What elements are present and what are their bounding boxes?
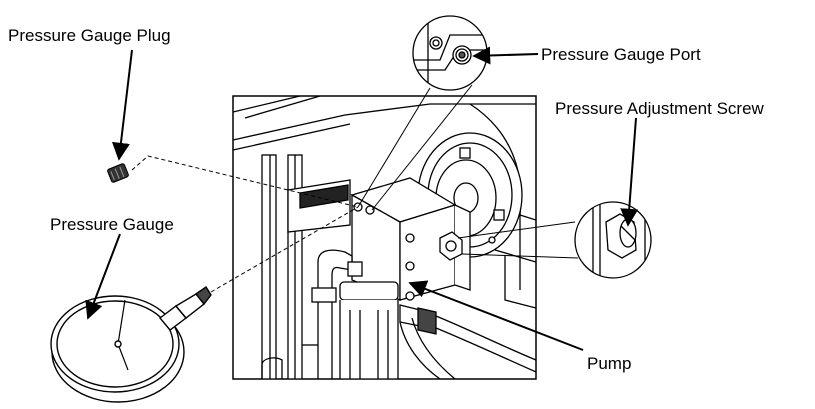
label-pressure-adjustment-screw: Pressure Adjustment Screw xyxy=(555,99,764,118)
pressure-gauge xyxy=(50,286,212,403)
arrow-gauge-plug xyxy=(111,49,133,161)
arrow-adjustment-screw xyxy=(620,117,639,227)
label-pressure-gauge-port: Pressure Gauge Port xyxy=(541,45,701,64)
pump-assembly xyxy=(233,96,536,379)
arrow-pressure-gauge xyxy=(85,233,121,320)
label-pressure-gauge: Pressure Gauge xyxy=(50,215,174,234)
arrow-gauge-port xyxy=(472,46,539,65)
arrow-pump xyxy=(408,280,584,351)
gauge-plug xyxy=(107,163,129,183)
label-pressure-gauge-plug: Pressure Gauge Plug xyxy=(8,26,171,45)
gauge-port-detail xyxy=(412,15,488,91)
label-pump: Pump xyxy=(587,354,632,373)
